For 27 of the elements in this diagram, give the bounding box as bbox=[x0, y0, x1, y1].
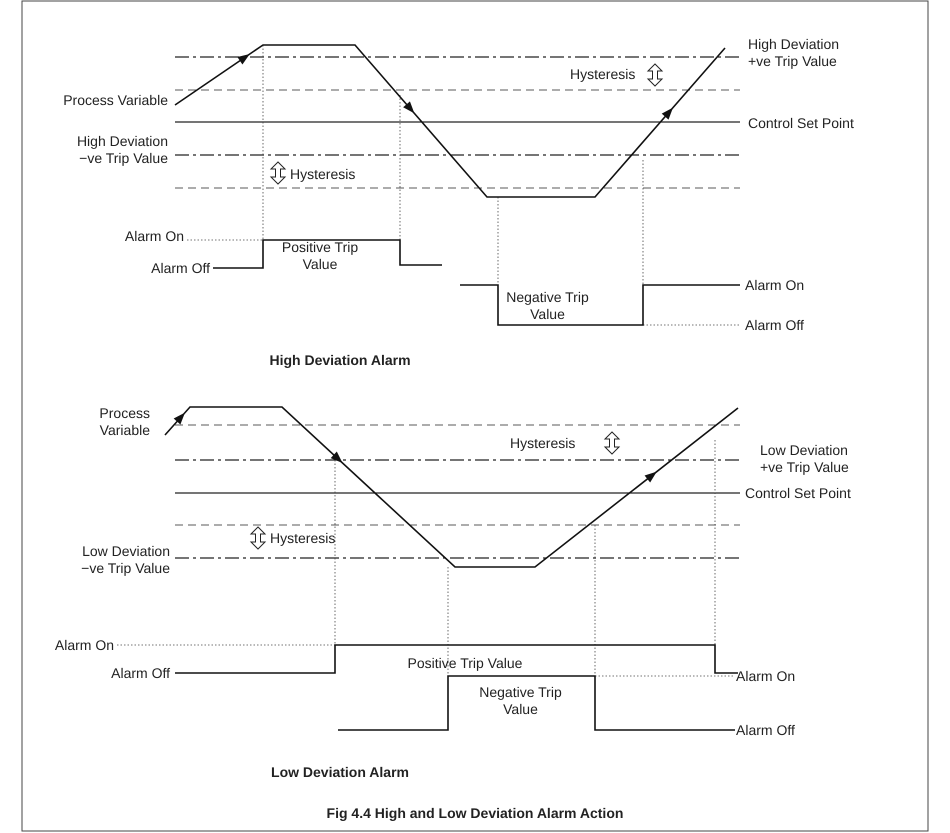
panel-title: Low Deviation Alarm bbox=[270, 764, 410, 781]
panel-title: High Deviation Alarm bbox=[268, 352, 412, 369]
level-label: High Deviation +ve Trip Value bbox=[748, 36, 840, 70]
state-label: Alarm On bbox=[124, 228, 184, 245]
trace-label: Process Variable bbox=[62, 92, 168, 109]
trace-label: Process Variable bbox=[98, 405, 150, 439]
level-label: Control Set Point bbox=[748, 115, 855, 132]
state-label: Alarm Off bbox=[736, 722, 796, 739]
figure-caption: Fig 4.4 High and Low Deviation Alarm Action bbox=[326, 805, 624, 822]
alarm-label: Negative Trip Value bbox=[478, 684, 563, 718]
level-label: Low Deviation −ve Trip Value bbox=[80, 543, 170, 577]
state-label: Alarm On bbox=[745, 277, 806, 294]
state-label: Alarm Off bbox=[150, 260, 210, 277]
state-label: Alarm Off bbox=[745, 317, 805, 334]
hysteresis-label: Hysteresis bbox=[270, 530, 336, 547]
hysteresis-label: Hysteresis bbox=[290, 166, 356, 183]
state-label: Alarm Off bbox=[110, 665, 170, 682]
state-label: Alarm On bbox=[736, 668, 796, 685]
level-label: High Deviation −ve Trip Value bbox=[76, 133, 168, 167]
level-label: Control Set Point bbox=[745, 485, 852, 502]
state-label: Alarm On bbox=[54, 637, 114, 654]
alarm-label: Positive Trip Value bbox=[280, 239, 360, 273]
level-label: Low Deviation +ve Trip Value bbox=[760, 442, 850, 476]
alarm-label: Negative Trip Value bbox=[505, 289, 590, 323]
hysteresis-label: Hysteresis bbox=[510, 435, 576, 452]
hysteresis-label: Hysteresis bbox=[570, 66, 636, 83]
alarm-label: Positive Trip Value bbox=[406, 655, 524, 672]
